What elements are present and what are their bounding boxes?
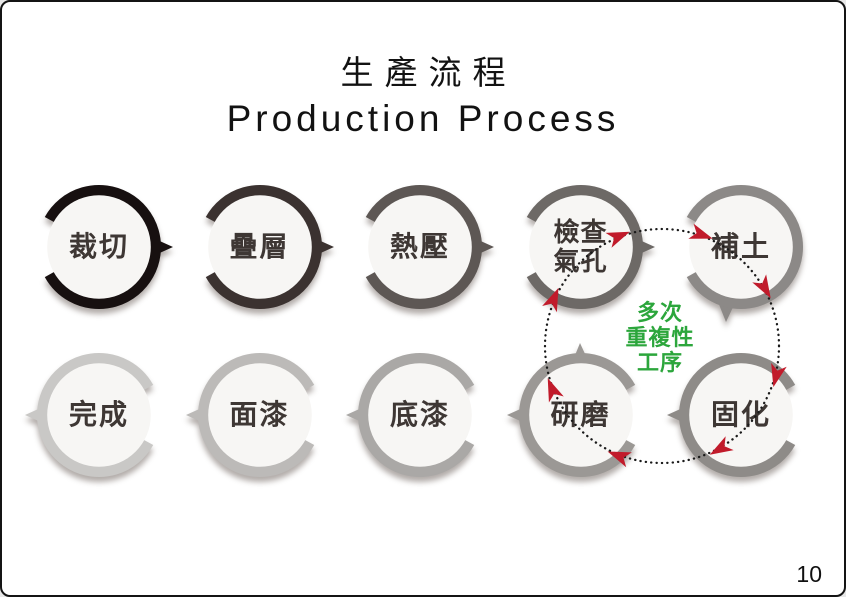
repeat-loop-label-line: 工序 [636, 350, 683, 375]
repeat-loop-label: 多次重複性工序 [598, 300, 722, 375]
process-node-cut: 裁切 [24, 172, 174, 322]
process-node-primer: 底漆 [345, 340, 495, 490]
process-ring-finish [25, 353, 161, 477]
dotted-cycle-path [543, 227, 781, 465]
process-node-finish: 完成 [24, 340, 174, 490]
loop-direction-arrow-icon [605, 231, 630, 248]
loop-direction-arrow-icon [709, 436, 734, 455]
loop-direction-arrow-icon [752, 274, 771, 299]
process-ring-primer [346, 353, 482, 477]
repeat-loop-dotted-circle [542, 223, 787, 468]
process-ring-fill-putty [678, 185, 803, 322]
loop-direction-arrow-icon [607, 451, 632, 468]
process-ring-cut [37, 185, 173, 309]
process-node-hot-press: 熱壓 [345, 172, 495, 322]
process-ring-topcoat [185, 353, 322, 477]
title-block: 生產流程 Production Process [2, 46, 844, 140]
loop-direction-arrow-icon [771, 362, 787, 388]
process-ring-cure [667, 353, 803, 477]
loop-direction-arrow-icon [542, 287, 559, 313]
repeat-loop-label-line: 重複性 [625, 325, 695, 350]
repeat-loop-label-line: 多次 [636, 300, 683, 325]
process-node-laminate: 疊層 [185, 172, 335, 322]
process-ring-hot-press [358, 185, 494, 309]
process-node-topcoat: 面漆 [185, 340, 335, 490]
loop-direction-arrow-icon [688, 223, 713, 239]
process-ring-laminate [197, 185, 334, 309]
page-title-en: Production Process [226, 98, 620, 139]
loop-direction-arrow-icon [547, 378, 564, 403]
page-number: 10 [796, 561, 822, 587]
page-title-zh: 生產流程 [340, 54, 517, 91]
